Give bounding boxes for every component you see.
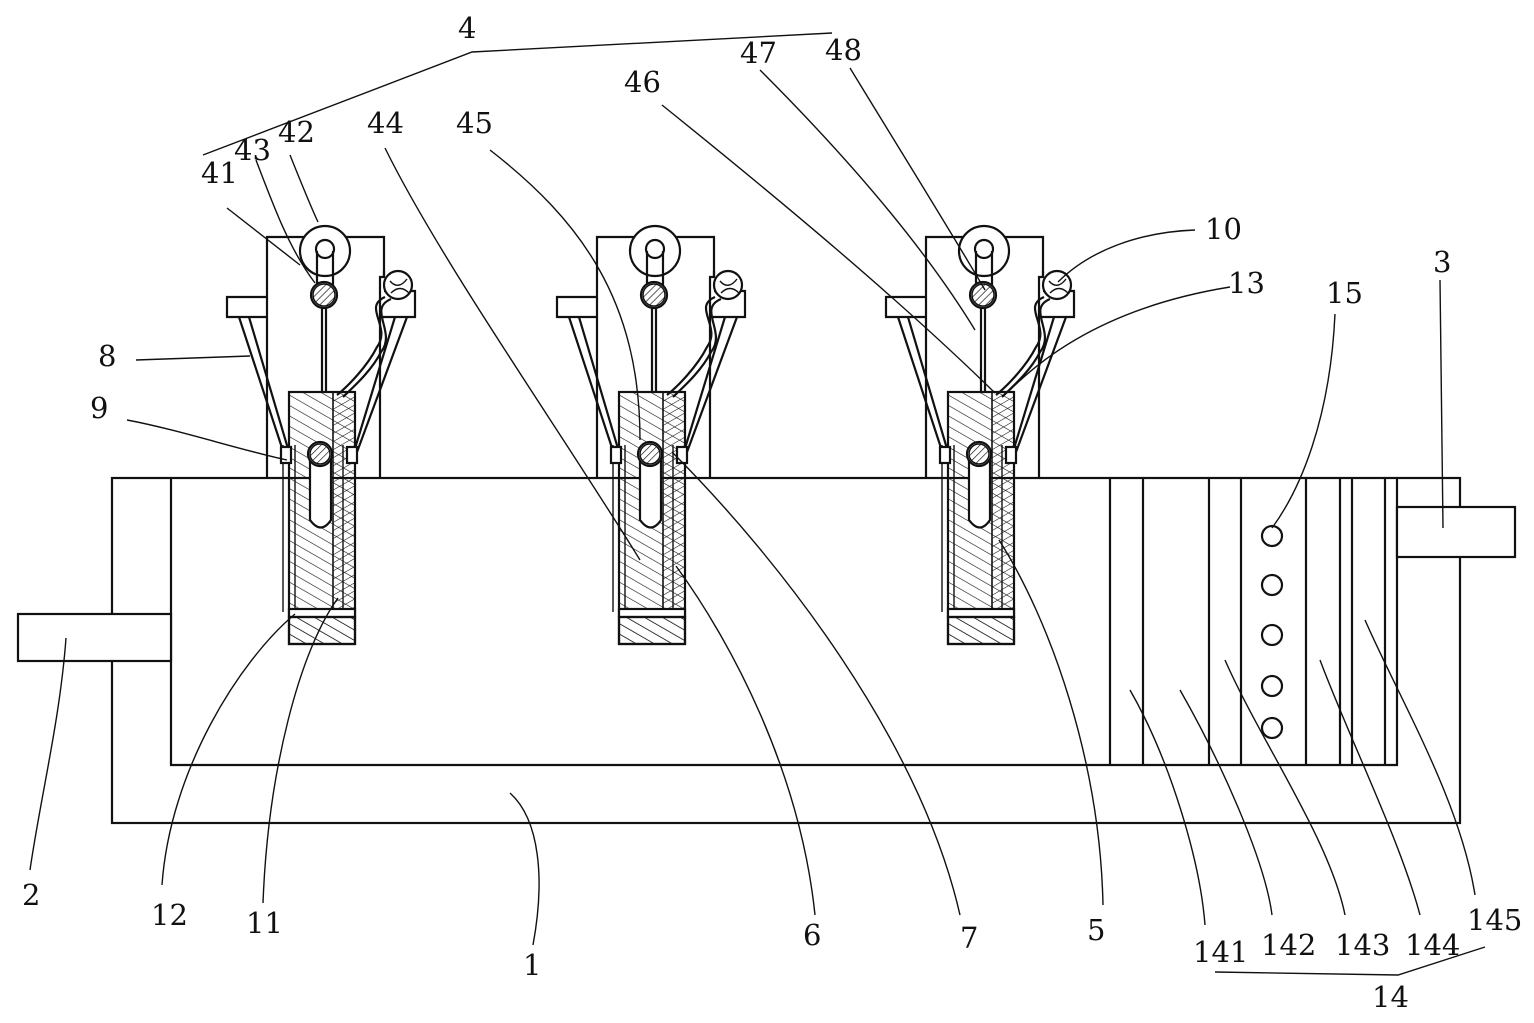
label-12: 12	[151, 898, 188, 932]
label-47: 47	[740, 36, 777, 70]
label-11: 11	[246, 906, 283, 940]
label-144: 144	[1405, 928, 1460, 962]
filter-module	[1108, 478, 1387, 765]
label-46: 46	[624, 65, 661, 99]
clamp-unit-right	[884, 224, 1076, 646]
clamp-unit-left	[225, 224, 417, 646]
label-13: 13	[1228, 266, 1265, 300]
outlet-pipe	[1395, 505, 1517, 559]
label-5: 5	[1087, 913, 1105, 947]
label-10: 10	[1205, 212, 1242, 246]
label-8: 8	[98, 339, 116, 373]
label-41: 41	[201, 156, 238, 190]
inlet-pipe	[16, 612, 173, 663]
label-3: 3	[1433, 245, 1451, 279]
label-44: 44	[367, 106, 404, 140]
label-48: 48	[825, 33, 862, 67]
label-9: 9	[90, 391, 108, 425]
label-143: 143	[1335, 928, 1390, 962]
leader-lines	[29, 32, 1486, 976]
label-43: 43	[234, 133, 271, 167]
label-142: 142	[1261, 928, 1316, 962]
label-145: 145	[1467, 903, 1522, 937]
label-14: 14	[1372, 980, 1409, 1014]
label-6: 6	[803, 918, 821, 952]
label-42: 42	[278, 115, 315, 149]
label-141: 141	[1193, 935, 1248, 969]
label-45: 45	[456, 106, 493, 140]
label-2: 2	[22, 878, 40, 912]
label-4: 4	[458, 11, 476, 45]
label-15: 15	[1326, 276, 1363, 310]
clamp-unit-middle	[555, 224, 747, 646]
label-1: 1	[523, 948, 541, 982]
label-7: 7	[960, 921, 978, 955]
reference-labels: 4 48 47 46 44 45 42 43 41 10 3 13 15 8 9…	[22, 11, 1522, 1014]
